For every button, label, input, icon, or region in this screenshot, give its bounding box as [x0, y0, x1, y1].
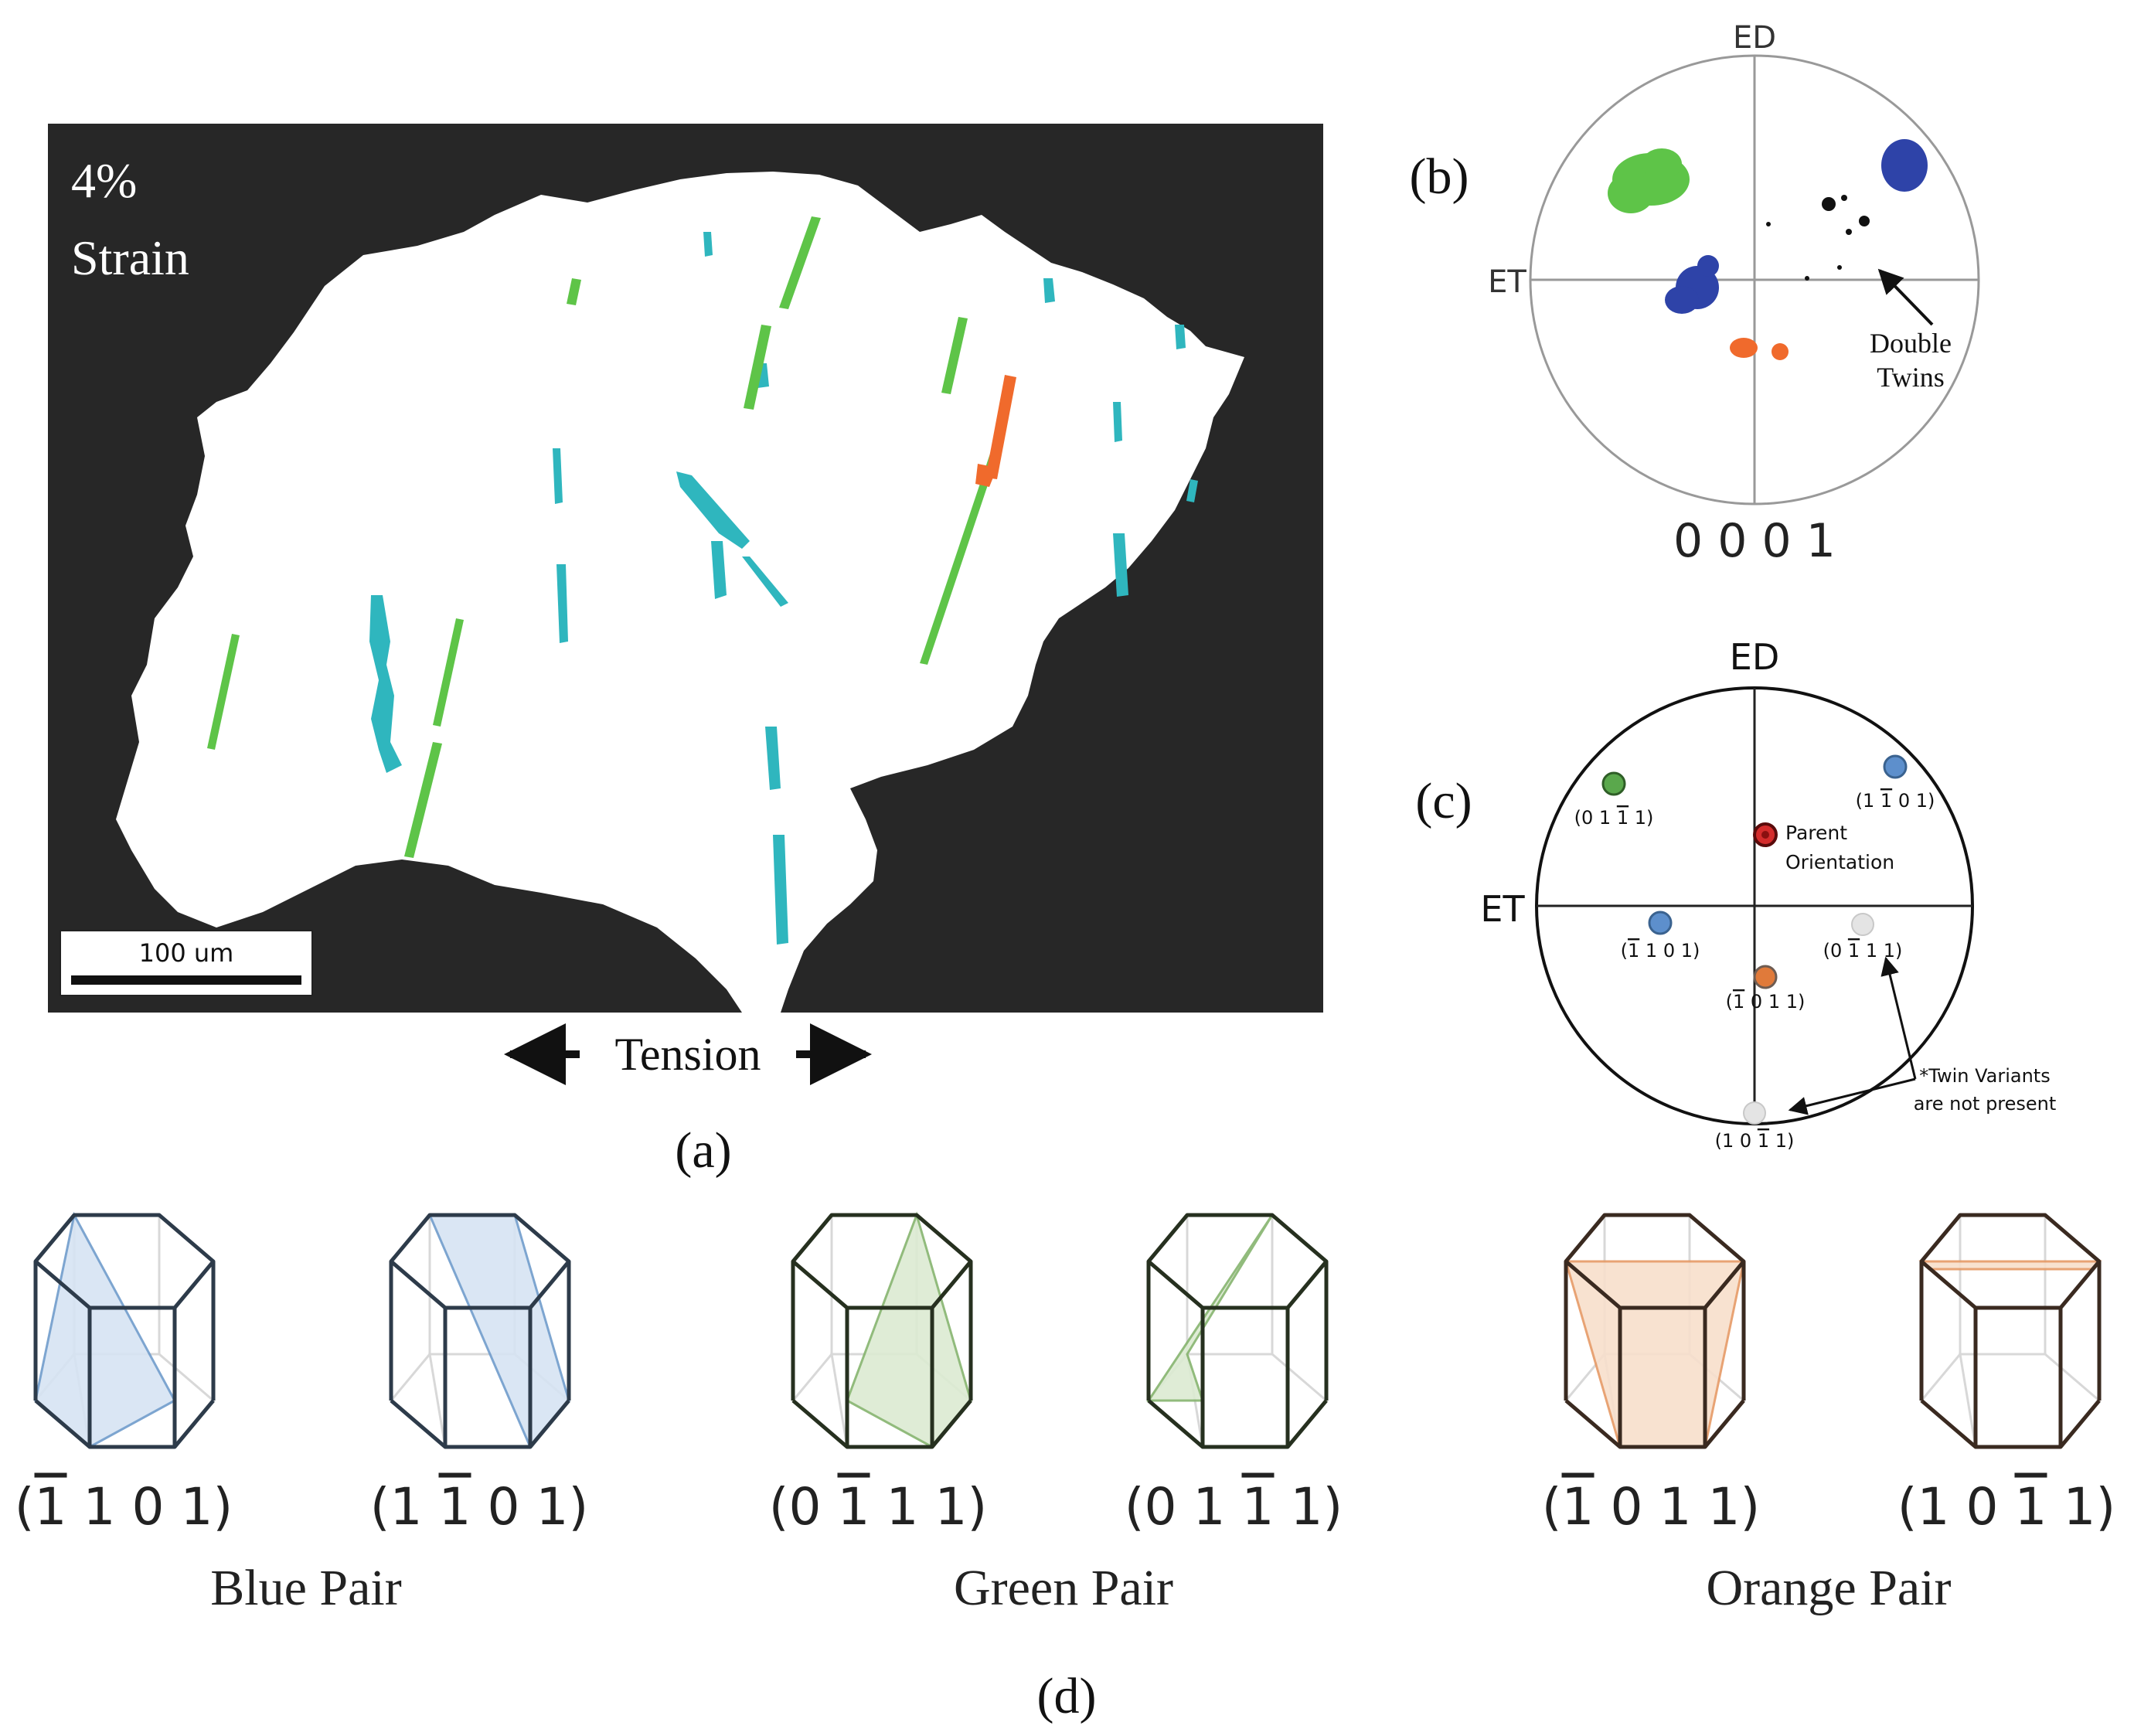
panel-d-caption: (d) [1037, 1668, 1097, 1724]
panel-b-caption: (b) [1410, 148, 1469, 205]
hexagonal-prism-2 [389, 1213, 571, 1449]
panel-d: (1 1 0 1) (1 1 0 1) (0 1 1 1) (0 1 1 1) … [15, 1211, 2115, 1724]
parent-orientation-label-line2: Orientation [1785, 851, 1894, 873]
variant-label-blue-left: (1 1 0 1) [1621, 940, 1700, 962]
hexagonal-prism-4 [1146, 1213, 1329, 1449]
pole-figure-left-axis-label: ET [1488, 264, 1526, 300]
strain-label-word: Strain [71, 230, 189, 285]
blue-pair-label-1: (1 1 0 1) [15, 1477, 233, 1537]
twin-note-pointer-up [1880, 956, 1917, 1080]
green-pair-title: Green Pair [954, 1560, 1173, 1616]
green-pair-label-2: (0 1 1 1) [1125, 1477, 1343, 1537]
scale-bar: 100 um [60, 930, 313, 996]
twin-note-line1: *Twin Variants [1919, 1065, 2050, 1087]
variant-marker-absent-right [1851, 913, 1874, 936]
twin-lamellae [207, 216, 1198, 945]
pole-figure-index-label: 0 0 0 1 [1673, 514, 1836, 568]
schematic-top-axis-label: ED [1730, 636, 1780, 678]
twin-note-pointer-left [1788, 1077, 1916, 1115]
parent-orientation-marker-inner [1761, 831, 1769, 839]
variant-marker-blue-right [1883, 754, 1908, 779]
variant-label-absent-right: (0 1 1 1) [1823, 940, 1903, 962]
blue-pair-label-2: (1 1 0 1) [370, 1477, 588, 1537]
hexagonal-prism-6 [1918, 1213, 2102, 1449]
panel-b: (b) ED ET Double Twins 0 0 0 1 [1410, 20, 1980, 568]
blue-pair-title: Blue Pair [210, 1560, 401, 1616]
green-pair-label-1: (0 1 1 1) [769, 1477, 987, 1537]
strain-label-value: 4% [71, 153, 137, 208]
variant-label-absent-bottom: (1 0 1 1) [1715, 1130, 1795, 1152]
hexagonal-prism-1 [33, 1211, 216, 1449]
variant-marker-green [1601, 771, 1626, 796]
variant-label-orange: (1 0 1 1) [1726, 991, 1806, 1013]
variant-label-blue-right: (1 1 0 1) [1856, 790, 1935, 812]
variant-marker-blue-left [1648, 911, 1673, 935]
orange-pair-label-2: (1 0 1 1) [1897, 1477, 2115, 1537]
twin-note-line2: are not present [1914, 1093, 2057, 1115]
panel-c: (c) ED ET Parent Orientation (0 1 1 1) (… [1415, 636, 2056, 1152]
hexagonal-prism-3 [791, 1211, 973, 1449]
schematic-left-axis-label: ET [1480, 888, 1525, 930]
parent-orientation-label-line1: Parent [1785, 822, 1847, 844]
parent-grain [116, 172, 1244, 1013]
variant-marker-orange [1753, 965, 1778, 989]
scale-bar-label: 100 um [139, 938, 234, 968]
orange-pair-title: Orange Pair [1706, 1560, 1951, 1616]
double-twins-label-line2: Twins [1877, 362, 1945, 393]
double-twins-label-line1: Double [1870, 328, 1952, 359]
pole-clusters [1608, 139, 1928, 360]
pole-figure-top-axis-label: ED [1733, 20, 1776, 56]
variant-marker-absent-bottom [1743, 1101, 1766, 1125]
orange-pair-label-1: (1 0 1 1) [1542, 1477, 1760, 1537]
panel-a: 4% Strain 100 um Tension (a) [48, 124, 1323, 1179]
hexagonal-prism-5 [1564, 1213, 1746, 1449]
tension-label: Tension [614, 1029, 761, 1080]
variant-label-green: (0 1 1 1) [1574, 807, 1654, 829]
panel-c-caption: (c) [1415, 773, 1472, 829]
panel-a-caption: (a) [675, 1122, 731, 1179]
double-twins-pointer [1877, 268, 1934, 326]
tension-indicator: Tension [504, 1023, 872, 1085]
